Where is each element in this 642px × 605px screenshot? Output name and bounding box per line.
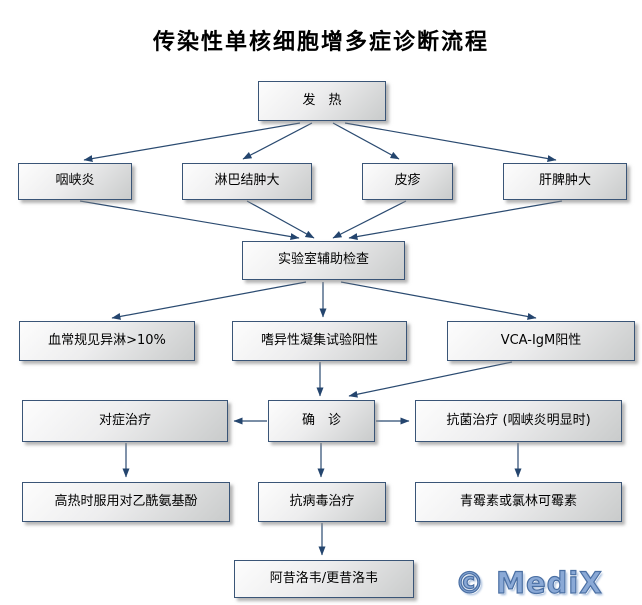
arrow-fever-hepatosplenomegaly xyxy=(344,122,557,162)
arrow-pharyngitis-lab xyxy=(79,200,300,241)
arrow-fever-lymphadenopathy xyxy=(242,122,313,160)
arrow-lab-blood xyxy=(111,281,307,320)
arrow-hepatosplenomegaly-lab xyxy=(348,200,563,240)
node-blood-routine: 血常规见异淋>10% xyxy=(19,321,195,361)
node-rash: 皮疹 xyxy=(362,163,453,200)
node-antiviral-treatment: 抗病毒治疗 xyxy=(258,482,386,522)
node-label: 咽峡炎 xyxy=(55,173,95,189)
node-hepatosplenomegaly: 肝脾肿大 xyxy=(503,163,627,200)
node-label: 皮疹 xyxy=(394,173,421,189)
node-confirmed-diagnosis: 确 诊 xyxy=(268,400,375,442)
node-label: 青霉素或氯林可霉素 xyxy=(459,493,577,509)
arrow-fever-rash xyxy=(332,122,400,160)
node-label: 血常规见异淋>10% xyxy=(48,332,166,348)
node-label: 确 诊 xyxy=(301,412,341,428)
node-label: 实验室辅助检查 xyxy=(277,252,369,268)
arrow-fever-pharyngitis xyxy=(83,122,301,163)
node-heterophile-test: 嗜异性凝集试验阳性 xyxy=(232,321,407,361)
node-label: 发 热 xyxy=(302,92,342,108)
arrow-vca-confirm xyxy=(348,361,513,398)
node-vca-igm: VCA-IgM阳性 xyxy=(447,321,635,361)
arrow-lymphadenopathy-lab xyxy=(246,200,315,239)
node-label: VCA-IgM阳性 xyxy=(500,332,582,348)
page-title: 传染性单核细胞增多症诊断流程 xyxy=(152,29,489,54)
node-lab-tests: 实验室辅助检查 xyxy=(242,241,405,280)
node-label: 肝脾肿大 xyxy=(538,173,591,189)
node-label: 高热时服用对乙酰氨基酚 xyxy=(54,493,198,509)
node-penicillin: 青霉素或氯林可霉素 xyxy=(415,482,622,522)
node-label: 对症治疗 xyxy=(98,412,151,428)
node-label: 抗菌治疗 (咽峡炎明显时) xyxy=(446,412,591,428)
node-lymphadenopathy: 淋巴结肿大 xyxy=(182,163,312,200)
node-fever: 发 热 xyxy=(258,81,386,121)
node-acyclovir: 阿昔洛韦/更昔洛韦 xyxy=(234,560,414,598)
arrow-rash-lab xyxy=(332,200,407,239)
medix-logo: © MediX xyxy=(454,565,603,600)
node-label: 阿昔洛韦/更昔洛韦 xyxy=(269,570,379,586)
node-antibacterial-treatment: 抗菌治疗 (咽峡炎明显时) xyxy=(415,400,622,442)
node-antipyretic: 高热时服用对乙酰氨基酚 xyxy=(22,482,230,522)
node-label: 嗜异性凝集试验阳性 xyxy=(260,332,378,348)
node-label: 淋巴结肿大 xyxy=(214,173,280,189)
node-pharyngitis: 咽峡炎 xyxy=(18,163,132,200)
arrow-lab-vca xyxy=(340,281,537,320)
node-symptomatic-treatment: 对症治疗 xyxy=(22,400,228,442)
node-label: 抗病毒治疗 xyxy=(289,493,355,509)
